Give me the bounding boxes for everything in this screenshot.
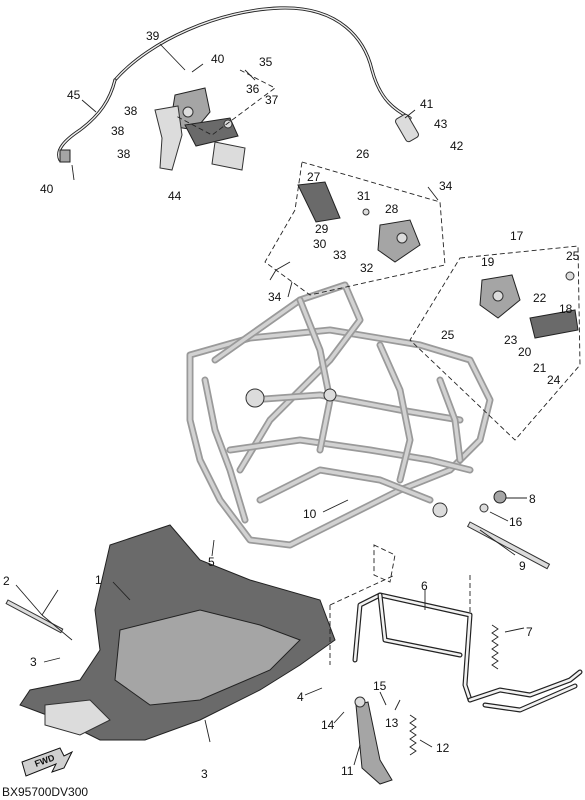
callout-labels: 1 2 3 3 4 5 6 7 8 9 10 11 12 13 14 15 16… xyxy=(3,29,580,781)
callout-25b: 25 xyxy=(441,328,455,342)
callout-18: 18 xyxy=(559,302,573,316)
callout-44: 44 xyxy=(168,189,182,203)
brake-lock-cable xyxy=(57,6,419,163)
callout-12: 12 xyxy=(436,741,450,755)
callout-22: 22 xyxy=(533,291,547,305)
callout-34: 34 xyxy=(439,179,453,193)
callout-25: 25 xyxy=(566,249,580,263)
side-stand xyxy=(354,696,393,785)
callout-42: 42 xyxy=(450,139,464,153)
callout-16: 16 xyxy=(509,515,523,529)
callout-40: 40 xyxy=(211,52,225,66)
callout-38: 38 xyxy=(124,104,138,118)
callout-17: 17 xyxy=(510,229,524,243)
callout-29: 29 xyxy=(315,222,329,236)
callout-20: 20 xyxy=(518,345,532,359)
callout-10: 10 xyxy=(303,507,317,521)
callout-15: 15 xyxy=(373,679,387,693)
callout-30: 30 xyxy=(313,237,327,251)
callout-13: 13 xyxy=(385,716,399,730)
leader-lines xyxy=(15,43,527,766)
callout-38b: 38 xyxy=(111,124,125,138)
fwd-arrow-icon: FWD xyxy=(21,747,74,777)
callout-40b: 40 xyxy=(40,182,54,196)
callout-43: 43 xyxy=(434,117,448,131)
springs xyxy=(409,624,499,756)
callout-3b: 3 xyxy=(201,767,208,781)
brake-lock-lever-assembly xyxy=(154,87,246,171)
callout-32: 32 xyxy=(360,261,374,275)
callout-31: 31 xyxy=(357,189,371,203)
main-stand xyxy=(352,592,583,713)
group-outlines xyxy=(175,69,581,665)
callout-4: 4 xyxy=(297,690,304,704)
callout-38c: 38 xyxy=(117,147,131,161)
callout-7: 7 xyxy=(526,625,533,639)
callout-28: 28 xyxy=(385,202,399,216)
callout-36: 36 xyxy=(246,82,260,96)
callout-27: 27 xyxy=(307,170,321,184)
callout-9: 9 xyxy=(519,559,526,573)
callout-39: 39 xyxy=(146,29,160,43)
pivot-shaft xyxy=(466,490,551,570)
callout-2: 2 xyxy=(3,574,10,588)
callout-1: 1 xyxy=(95,573,102,587)
rear-footrest-right xyxy=(479,271,579,339)
callout-45: 45 xyxy=(67,88,81,102)
callout-19: 19 xyxy=(481,255,495,269)
callout-41: 41 xyxy=(420,97,434,111)
callout-34b: 34 xyxy=(268,290,282,304)
callout-6: 6 xyxy=(421,579,428,593)
callout-24: 24 xyxy=(547,373,561,387)
callout-5: 5 xyxy=(208,555,215,569)
under-cover xyxy=(19,524,336,741)
main-frame xyxy=(186,281,494,549)
callout-8: 8 xyxy=(529,492,536,506)
callout-35: 35 xyxy=(259,55,273,69)
callout-3: 3 xyxy=(30,655,37,669)
callout-14: 14 xyxy=(321,718,335,732)
callout-23: 23 xyxy=(504,333,518,347)
callout-21: 21 xyxy=(533,361,547,375)
callout-26: 26 xyxy=(356,147,370,161)
callout-11: 11 xyxy=(341,764,354,778)
callout-33: 33 xyxy=(333,248,347,262)
diagram-code: BX95700DV300 xyxy=(2,785,88,799)
rear-footrest-left xyxy=(297,181,421,263)
callout-37: 37 xyxy=(265,93,279,107)
bolt-2 xyxy=(5,599,64,634)
